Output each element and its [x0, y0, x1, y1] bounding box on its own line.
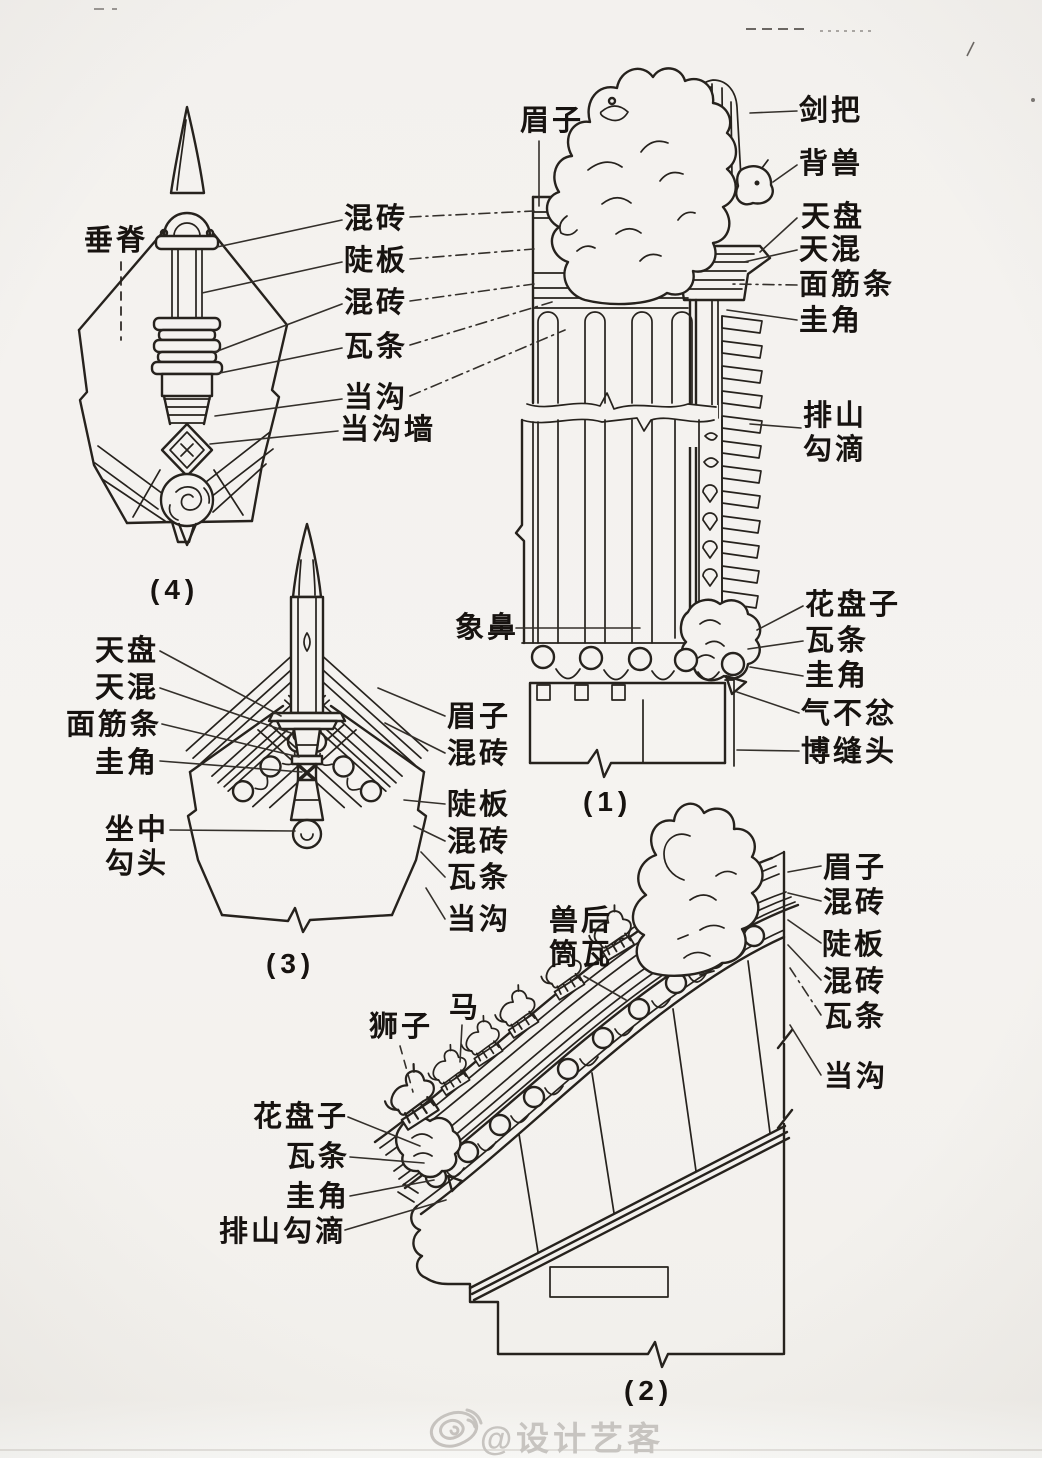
label-fig1-paishan-goudi: 排山 勾滴: [803, 400, 868, 466]
label-fig1-jianba: 剑把: [799, 95, 864, 127]
label-fig2-meizi: 眉子: [823, 852, 888, 884]
label-fig2-douban: 陡板: [822, 929, 887, 961]
label-fig2-watiao-left: 瓦条: [286, 1141, 351, 1173]
label-fig3-watiao: 瓦条: [447, 862, 512, 894]
fig4-ridge-plan-drawing: [77, 105, 289, 547]
label-fig4-danggou-qiang: 当沟墙: [340, 414, 437, 446]
label-fig2-hunzhuan-top: 混砖: [823, 887, 888, 919]
label-fig1-mianjintiao: 面筋条: [799, 269, 896, 301]
fig3-caption: (3): [266, 948, 316, 979]
weibo-logo-icon: [429, 1408, 483, 1448]
zuozhong-goutou-tile: [291, 818, 323, 850]
label-fig4-douban: 陡板: [344, 245, 409, 277]
label-fig3-guijiao: 圭角: [95, 747, 160, 779]
label-fig1-qibufen: 气不忿: [801, 698, 898, 730]
label-fig2-watiao-right: 瓦条: [823, 1001, 888, 1033]
label-fig3-tianhun: 天混: [95, 672, 160, 704]
label-fig1-tianpan: 天盘: [801, 201, 866, 233]
label-fig1-guijiao2: 圭角: [805, 660, 870, 692]
label-fig3-danggou: 当沟: [447, 904, 512, 936]
paishan-goudi-tile-stack: [721, 315, 763, 619]
label-fig4-hunzhuan-top: 混砖: [344, 203, 409, 235]
label-fig2-ma: 马: [449, 992, 482, 1024]
label-fig1-watiao: 瓦条: [805, 625, 870, 657]
label-fig4-danggou: 当沟: [344, 382, 409, 414]
fig1-caption: (1): [583, 786, 633, 817]
label-fig4-watiao: 瓦条: [344, 331, 409, 363]
fig2-sloped-ridge-drawing: [373, 802, 800, 1369]
ridge-end-beast: [631, 802, 764, 977]
label-fig1-xiangbi: 象鼻: [455, 612, 520, 644]
fig3-ridge-apex-drawing: [185, 522, 429, 934]
label-fig1-tianhun: 天混: [799, 234, 864, 266]
label-fig3-meizi: 眉子: [447, 701, 512, 733]
label-fig3-tianpan: 天盘: [95, 635, 160, 667]
label-fig1-beishou: 背兽: [799, 148, 864, 180]
label-fig3-zuozhong-goutou: 坐中 勾头: [105, 814, 170, 880]
scan-artifacts: [0, 8, 1042, 1451]
apex-spike-ornament: [291, 522, 323, 599]
watermark-handle: @设计艺客: [480, 1420, 665, 1457]
label-fig1-bofengtou: 博缝头: [801, 736, 898, 768]
label-fig3-hunzhuan-bottom: 混砖: [447, 826, 512, 858]
beishou-head: [735, 165, 774, 206]
label-fig2-paishan-goudi: 排山勾滴: [219, 1216, 348, 1248]
label-fig4-hunzhuan-mid: 混砖: [344, 287, 409, 319]
qibufen-wedge: [724, 674, 748, 696]
label-fig2-shizi: 狮子: [369, 1011, 434, 1043]
fig4-caption: (4): [150, 574, 200, 605]
label-fig3-mianjintiao: 面筋条: [66, 709, 163, 741]
label-fig3-hunzhuan-top: 混砖: [447, 738, 512, 770]
label-fig2-hunzhuan-bottom: 混砖: [823, 966, 888, 998]
fig1-ridge-elevation-drawing: [514, 67, 774, 779]
label-fig1-huapanzi: 花盘子: [805, 589, 902, 621]
ridge-beast: [545, 67, 738, 306]
label-fig1-guijiao: 圭角: [799, 305, 864, 337]
label-fig1-meizi: 眉子: [520, 105, 585, 137]
label-fig3-douban: 陡板: [447, 789, 512, 821]
label-fig4-chuiji: 垂脊: [84, 225, 149, 257]
label-fig2-danggou: 当沟: [824, 1061, 889, 1093]
label-fig2-guijiao-left: 圭角: [286, 1181, 351, 1213]
label-fig2-huapanzi: 花盘子: [253, 1101, 350, 1133]
fig2-caption: (2): [624, 1375, 674, 1406]
guijiao-corner-wedge: [446, 1174, 464, 1193]
label-fig2-shouhou-tongwa: 兽后 筒瓦: [549, 905, 614, 971]
leader-lines: [159, 110, 822, 1231]
ridge-spike-ornament: [169, 105, 206, 195]
